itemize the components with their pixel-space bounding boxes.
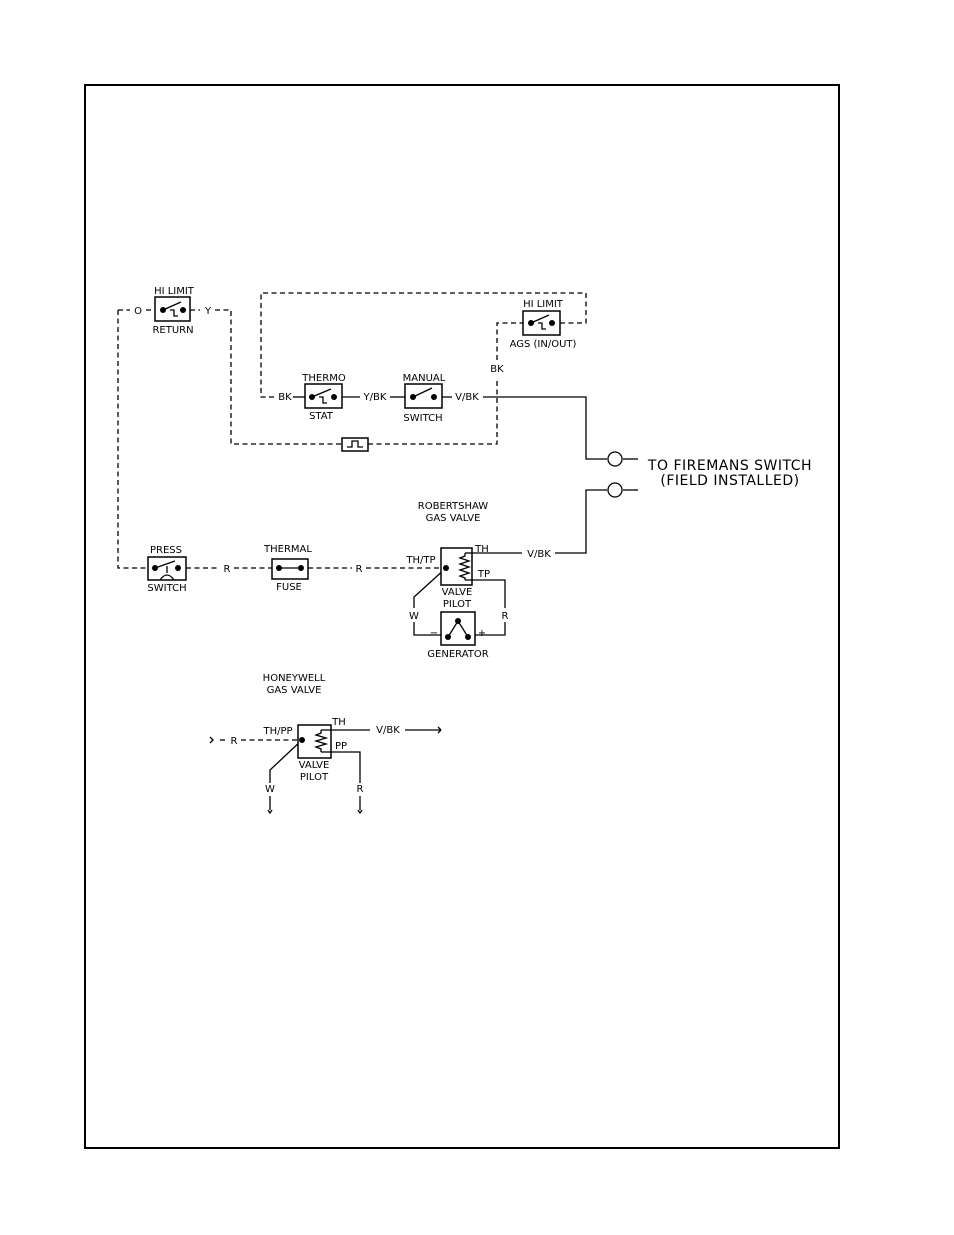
honeywell-pilot-label: PILOT (300, 772, 329, 783)
wire-label-y-bk: Y/BK (363, 392, 387, 403)
thermostat-title: THERMO (301, 373, 346, 384)
hi-limit-ags-title: HI LIMIT (523, 299, 564, 310)
manual-switch: MANUAL SWITCH (403, 373, 446, 424)
wire-label-y: Y (204, 306, 212, 317)
wire-label-tp: TP (477, 569, 490, 580)
wire-label-th-tp: TH/TP (405, 555, 435, 566)
honeywell-wire-label-w: W (265, 784, 275, 795)
press-switch-subtitle: SWITCH (147, 583, 186, 594)
hi-limit-return: HI LIMIT RETURN (152, 286, 194, 336)
honeywell-subtitle: GAS VALVE (267, 685, 322, 696)
fusible-link-symbol (342, 438, 368, 451)
wire-label-th: TH (474, 544, 489, 555)
generator: − + GENERATOR (427, 612, 488, 660)
robertshaw-pilot-label: PILOT (443, 599, 472, 610)
generator-plus: + (478, 628, 486, 639)
robertshaw-valve-label: VALVE (442, 587, 473, 598)
hi-limit-return-title: HI LIMIT (154, 286, 195, 297)
thermostat: THERMO STAT (301, 373, 346, 422)
manual-switch-title: MANUAL (403, 373, 446, 384)
honeywell-wire-label-th: TH (331, 717, 346, 728)
press-switch: PRESS SWITCH (147, 545, 186, 594)
hi-limit-ags: HI LIMIT AGS (IN/OUT) (510, 299, 577, 350)
wire-label-v-bk-top: V/BK (455, 392, 479, 403)
firemans-switch-terminals: TO FIREMANS SWITCH (FIELD INSTALLED) (608, 452, 812, 497)
wire-label-v-bk-valve: V/BK (527, 549, 551, 560)
generator-minus: − (430, 628, 438, 639)
robertshaw-subtitle: GAS VALVE (426, 513, 481, 524)
firemans-switch-line1: TO FIREMANS SWITCH (647, 458, 812, 474)
honeywell-wire-label-r-out: R (357, 784, 364, 795)
wire-label-r1: R (224, 564, 231, 575)
thermostat-subtitle: STAT (309, 411, 334, 422)
honeywell-wire-label-pp: PP (335, 741, 347, 752)
hi-limit-return-subtitle: RETURN (152, 325, 193, 336)
wire-label-bk-left: BK (278, 392, 292, 403)
manual-switch-subtitle: SWITCH (403, 413, 442, 424)
wire-label-w: W (409, 611, 419, 622)
wire-label-bk-ags: BK (490, 364, 504, 375)
solid-wiring (210, 397, 638, 813)
generator-label: GENERATOR (427, 649, 488, 660)
honeywell-wire-label-r: R (231, 736, 238, 747)
press-switch-title: PRESS (150, 545, 182, 556)
honeywell-wire-label-v-bk: V/BK (376, 725, 400, 736)
thermal-fuse-title: THERMAL (263, 544, 312, 555)
firemans-switch-line2: (FIELD INSTALLED) (660, 473, 799, 489)
wire-label-r-gen: R (502, 611, 509, 622)
honeywell-title: HONEYWELL (263, 673, 326, 684)
hi-limit-ags-subtitle: AGS (IN/OUT) (510, 339, 577, 350)
honeywell-valve-label: VALVE (299, 760, 330, 771)
wire-label-r2: R (356, 564, 363, 575)
thermal-fuse-subtitle: FUSE (276, 582, 302, 593)
wire-label-o: O (134, 306, 142, 317)
robertshaw-title: ROBERTSHAW (418, 501, 488, 512)
honeywell-wire-label-th-pp: TH/PP (262, 726, 292, 737)
dashed-wiring (118, 293, 586, 740)
